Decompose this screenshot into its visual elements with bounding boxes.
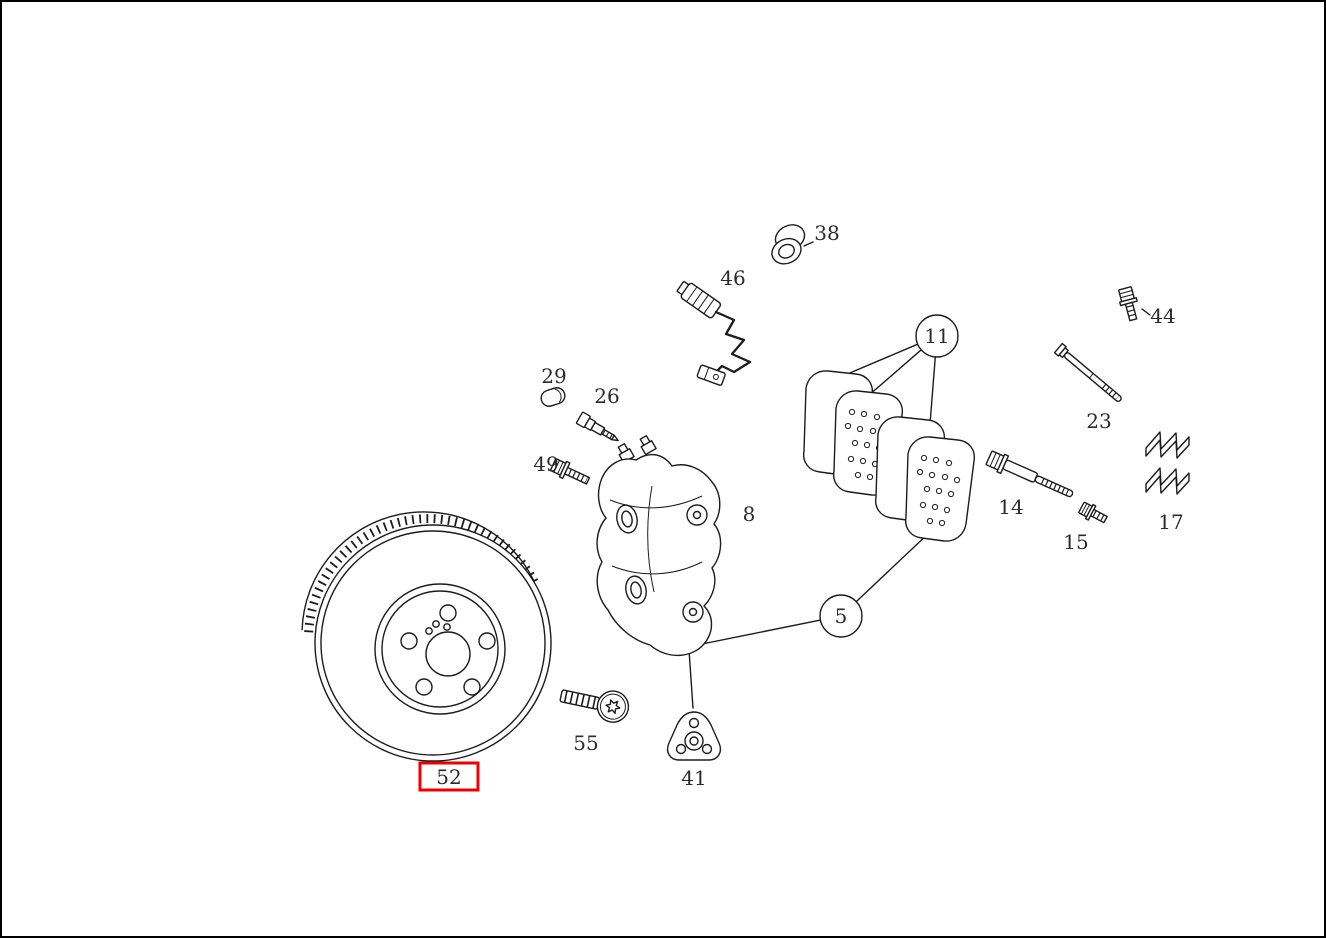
part-label-17[interactable]: 17	[1158, 510, 1183, 534]
bolt-15-drawing	[1078, 501, 1108, 524]
bushing-drawing	[771, 224, 806, 265]
part-label-55[interactable]: 55	[573, 731, 598, 755]
brake-pads-drawing	[802, 370, 976, 542]
part-label-14[interactable]: 14	[998, 495, 1023, 519]
part-label-8[interactable]: 8	[743, 502, 756, 526]
part-label-15[interactable]: 15	[1063, 530, 1088, 554]
part-label-52[interactable]: 52	[436, 765, 461, 789]
part-label-29[interactable]: 29	[541, 364, 566, 388]
bleeder-valve-26-drawing	[575, 411, 619, 442]
guide-bolt-14-drawing	[985, 450, 1074, 498]
part-label-11[interactable]: 11	[924, 324, 949, 348]
highlight-box	[418, 761, 480, 792]
part-label-41[interactable]: 41	[681, 766, 706, 790]
brake-disc-drawing	[301, 511, 552, 762]
bolt-44-drawing	[1118, 286, 1138, 322]
screw-55-drawing	[559, 689, 630, 723]
wear-sensor-drawing	[676, 281, 752, 386]
part-label-23[interactable]: 23	[1086, 409, 1111, 433]
part-label-38[interactable]: 38	[814, 221, 839, 245]
bolt-49-drawing	[549, 458, 591, 485]
part-label-44[interactable]: 44	[1150, 304, 1175, 328]
spring-clips-17-drawing	[1145, 431, 1190, 495]
cap-29-drawing	[540, 387, 566, 407]
part-label-5[interactable]: 5	[835, 604, 848, 628]
lock-plate-41-drawing	[666, 711, 722, 761]
part-label-26[interactable]: 26	[594, 384, 619, 408]
guide-pin-23-drawing	[1053, 342, 1122, 402]
callout-circle-5[interactable]: 5	[819, 594, 863, 638]
highlighted-part-52[interactable]: 52	[418, 761, 480, 792]
brake-caliper-drawing	[596, 435, 722, 657]
part-label-46[interactable]: 46	[720, 266, 745, 290]
callout-lines	[688, 241, 1151, 709]
part-label-49[interactable]: 49	[533, 452, 558, 476]
callout-circle-11[interactable]: 11	[915, 314, 959, 358]
